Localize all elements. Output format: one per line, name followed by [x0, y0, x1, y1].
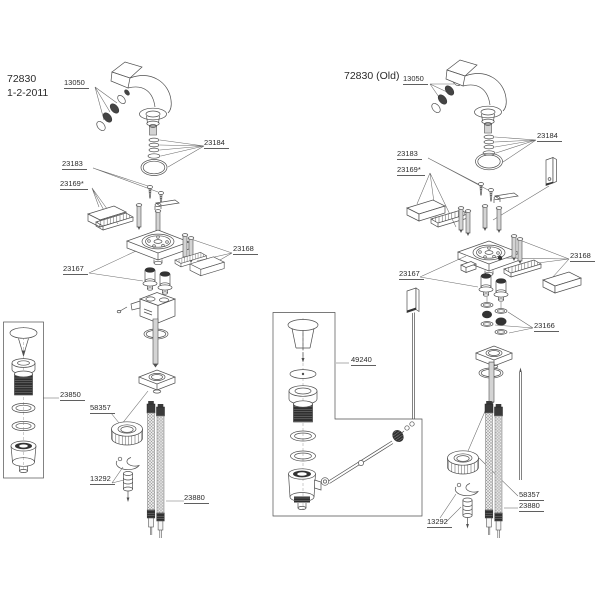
left-leader-lines: [43, 86, 233, 502]
left-aerator-parts: [96, 89, 130, 131]
left-cartridges: [142, 267, 173, 295]
right-oring-and-shank: [478, 361, 504, 406]
right-label-screws: 23183: [397, 150, 422, 160]
right-supply-hoses: [484, 400, 503, 539]
right-handle-screws: [478, 182, 494, 202]
right-seal-stack: [480, 297, 508, 335]
right-diagram: [272, 59, 582, 539]
right-washer-stack: [475, 134, 503, 171]
left-label-aerator: 13050: [64, 79, 89, 89]
left-label-escutcheon: 23167: [63, 265, 88, 275]
right-mounting-nut: [447, 450, 479, 475]
left-label-drain: 23850: [60, 391, 85, 401]
right-label-nut: 58357: [519, 491, 544, 501]
right-retainer-clip: [454, 482, 479, 497]
right-label-drain: 49240: [351, 356, 376, 366]
right-label-hoses: 23880: [519, 502, 544, 512]
left-mounting-nut: [111, 421, 143, 446]
left-label-clip: 13292: [90, 475, 115, 485]
left-label-screws: 23183: [62, 160, 87, 170]
right-pivot-rod-handle: [406, 287, 420, 419]
right-leader-lines: [336, 83, 570, 523]
left-label-nut: 58357: [90, 404, 115, 414]
right-mounting-bracket-right: [497, 234, 582, 294]
right-handle-lever: [493, 192, 519, 203]
left-handle-screws: [147, 185, 164, 205]
left-valve-body: [116, 292, 177, 324]
right-retainer-pin: [462, 497, 473, 529]
right-label-washers: 23184: [537, 132, 562, 142]
right-label-escutcheon: 23167: [399, 270, 424, 280]
left-retainer-pin: [122, 471, 134, 503]
left-escutcheon: [126, 229, 190, 266]
right-spout: [445, 59, 507, 134]
right-label-aerator: 13050: [403, 75, 428, 85]
left-drain-box: [3, 321, 44, 479]
left-square-flange: [138, 369, 176, 394]
left-retainer-clip: [115, 456, 140, 471]
left-label-bracket: 23169*: [60, 180, 88, 190]
left-handle-lever: [154, 199, 180, 210]
left-mounting-bracket: [87, 203, 162, 237]
left-diagram: [3, 61, 233, 539]
left-label-hoses: 23880: [184, 494, 209, 504]
right-cartridges: [478, 273, 509, 302]
right-label-seals: 23166: [534, 322, 559, 332]
right-label-bracket2: 23168: [570, 252, 595, 262]
right-lift-rod: [519, 367, 522, 480]
left-supply-hoses: [146, 400, 165, 539]
right-bracket-plate: [545, 156, 557, 186]
left-label-bracket2: 23168: [233, 245, 258, 255]
left-spout: [110, 61, 172, 136]
left-title-date: 1-2-2011: [7, 87, 49, 99]
right-mounting-bracket: [406, 199, 503, 237]
left-oring-and-shank: [143, 318, 169, 368]
right-title-model: 72830 (Old): [344, 70, 400, 82]
right-label-bracket: 23169*: [397, 166, 425, 176]
right-label-clip: 13292: [427, 518, 452, 528]
right-drain-box: [272, 312, 423, 517]
left-label-washers: 23184: [204, 139, 229, 149]
left-title-model: 72830: [7, 73, 37, 85]
left-washer-stack: [140, 137, 168, 176]
